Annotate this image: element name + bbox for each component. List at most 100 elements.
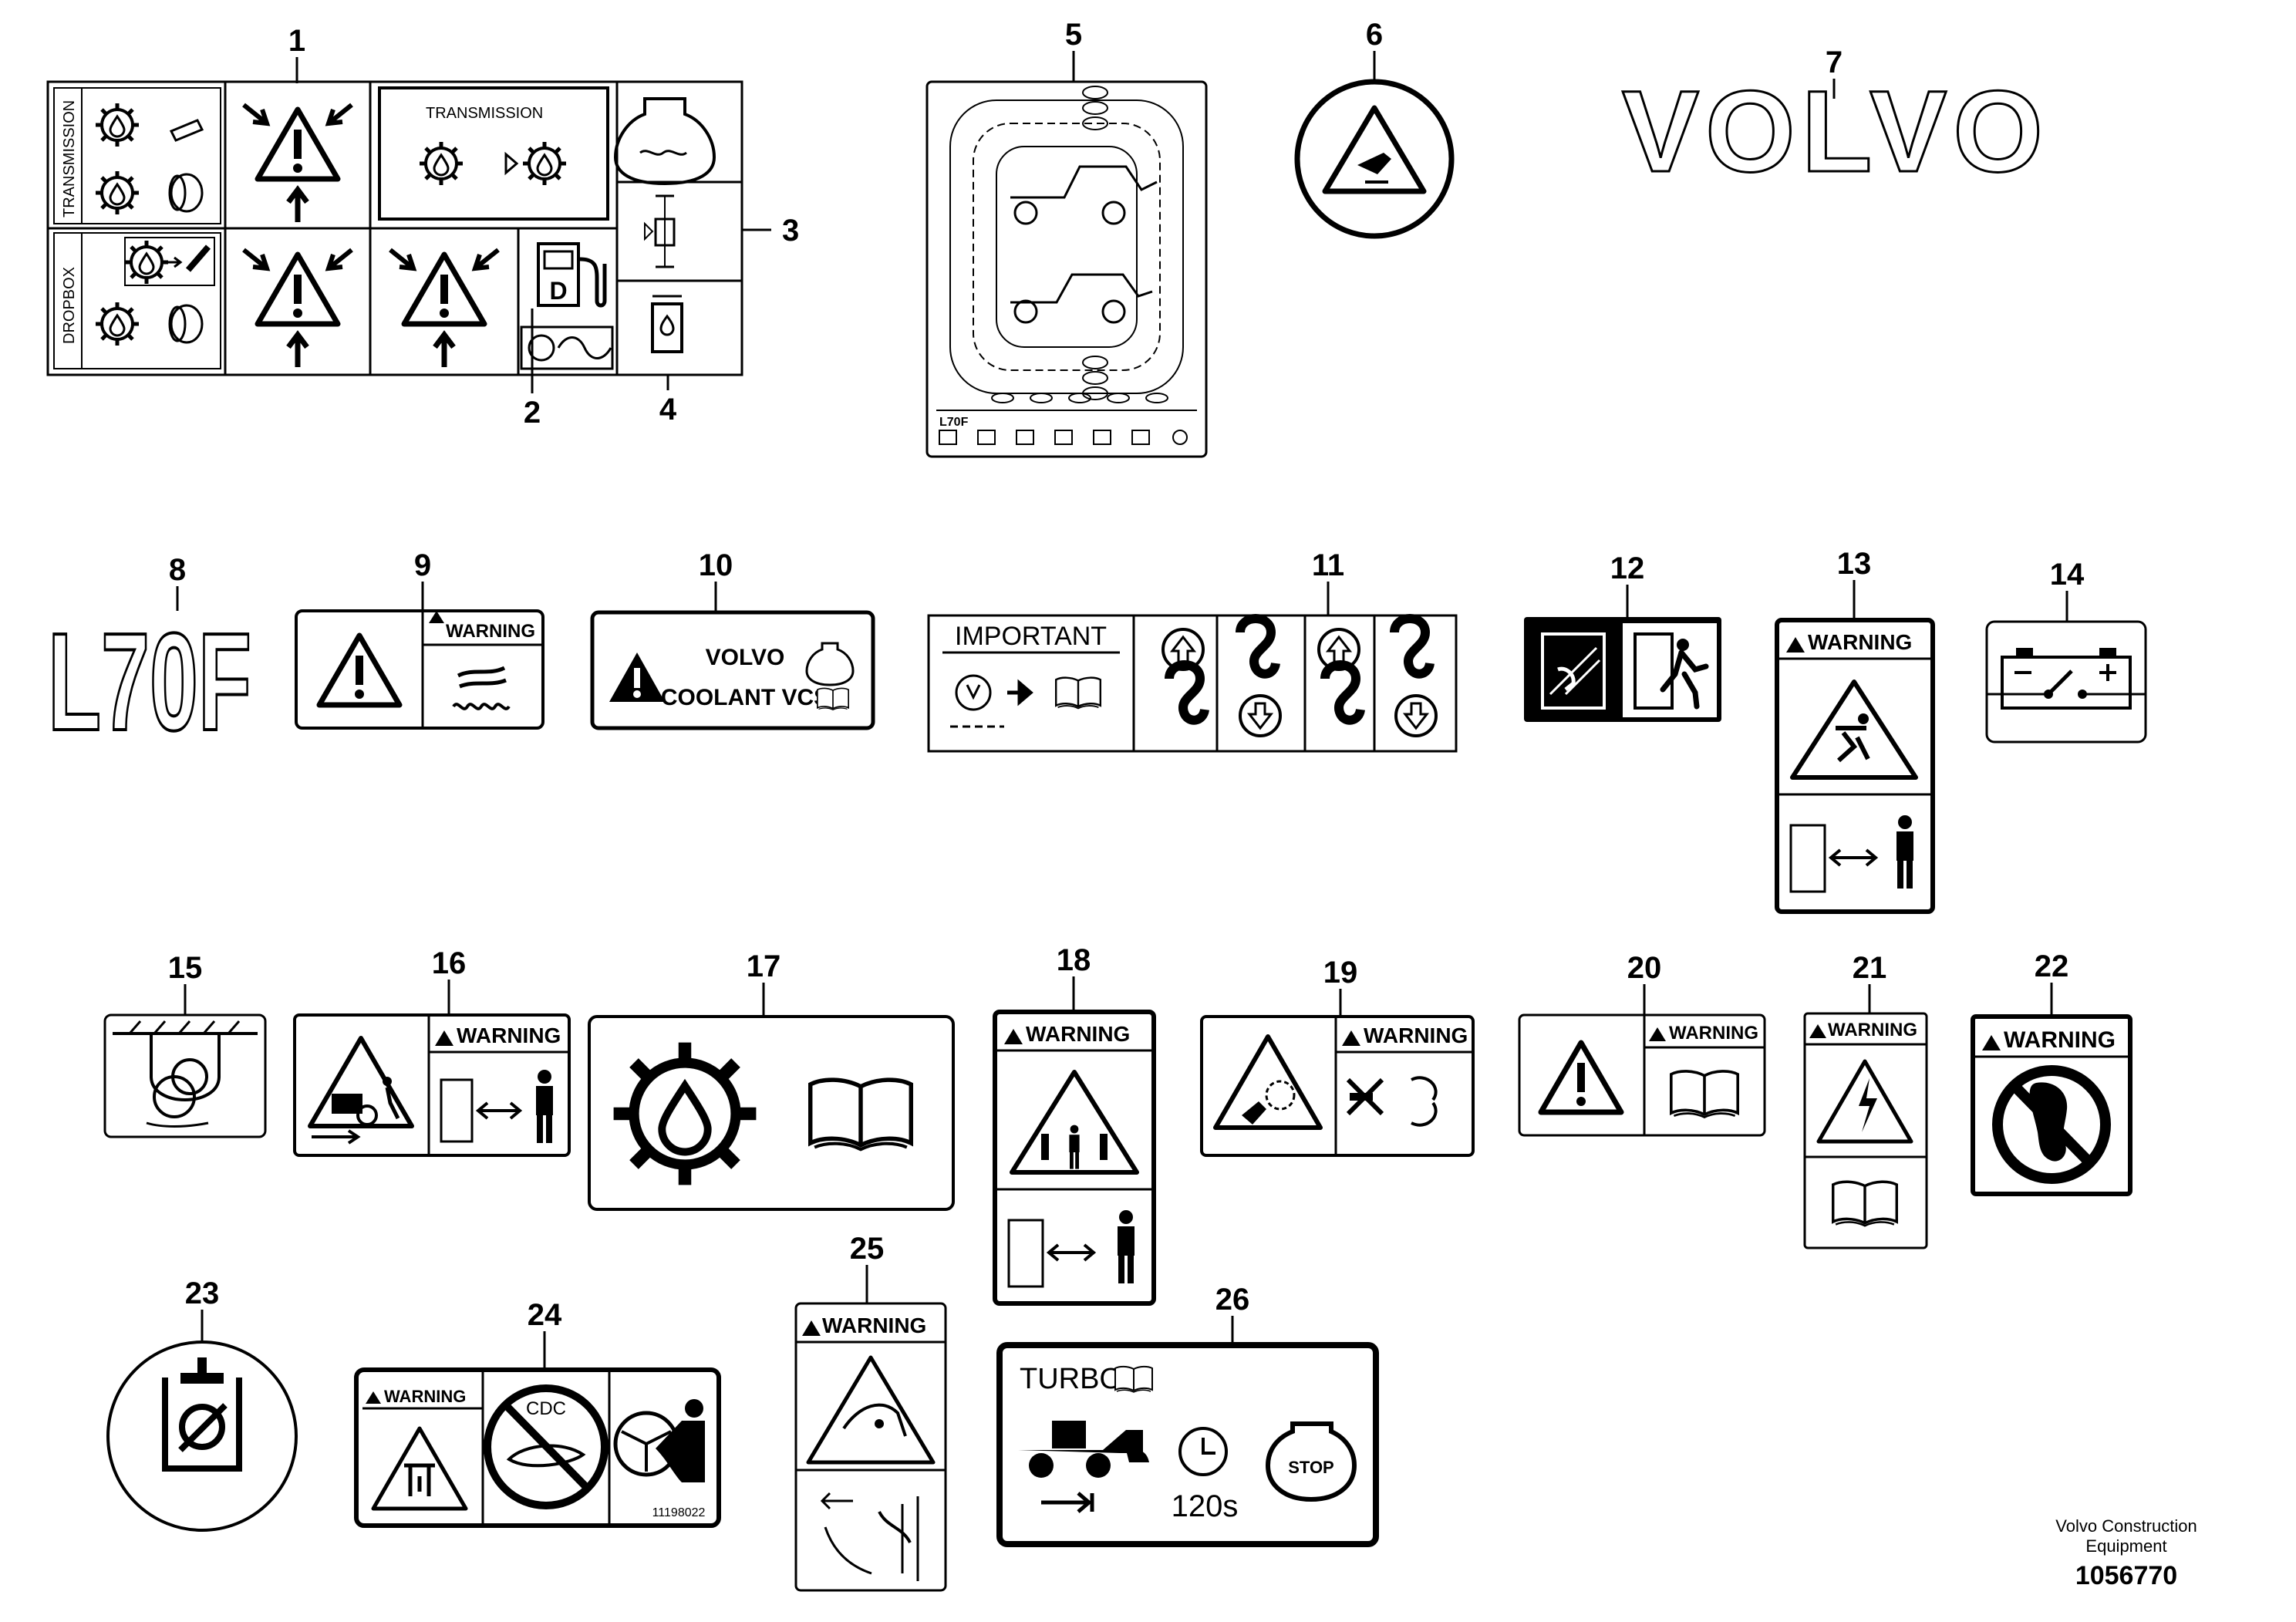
- person-icon: [1896, 815, 1913, 889]
- gear-oil-manual-decal: [588, 1015, 955, 1211]
- gear-oil-icon: [523, 142, 566, 185]
- warning-runover-decal: WARNING: [293, 1013, 571, 1157]
- hand-icon: [457, 666, 507, 689]
- warning-header: WARNING: [2004, 1027, 2116, 1053]
- callout-4: 4: [659, 393, 677, 427]
- gear-oil-icon: [96, 103, 139, 147]
- manual-book-icon: [1670, 1070, 1739, 1119]
- gear-oil-icon: [96, 302, 139, 346]
- gear-oil-icon: [420, 142, 463, 185]
- gear-oil-icon: [96, 171, 139, 214]
- important-label: IMPORTANT: [955, 622, 1107, 651]
- person-icon: [536, 1070, 553, 1143]
- model-designation: L70F: [48, 605, 251, 760]
- coolant-tank-icon: [805, 642, 855, 686]
- warning-read-manual-decal: WARNING: [1518, 1013, 1766, 1137]
- manual-book-icon: [816, 687, 850, 711]
- fuel-letter: D: [549, 277, 567, 305]
- cdc-label: CDC: [526, 1398, 566, 1419]
- warning-header: WARNING: [457, 1023, 561, 1047]
- coolant-label: COOLANT VCS: [661, 685, 829, 710]
- hammer-icon: [1557, 666, 1576, 691]
- coolant-tank-icon: [613, 97, 716, 186]
- warning-articulation-decal: WARNING: [993, 1010, 1156, 1306]
- warning-pictogram: [242, 248, 353, 367]
- part-number-24: 11198022: [652, 1506, 706, 1519]
- callout-21: 21: [1853, 951, 1887, 985]
- chart-model-label: L70F: [939, 416, 969, 429]
- exit-person-icon: [1677, 639, 1689, 651]
- crushed-person-icon: [1858, 713, 1869, 724]
- prohibition-icon: [1992, 1065, 2111, 1184]
- fan-icon: [1265, 1080, 1296, 1111]
- warning-header: WARNING: [1808, 630, 1912, 654]
- person-icon: [1118, 1210, 1135, 1283]
- gear-oil-icon: [614, 1043, 757, 1185]
- warning-pictogram: [242, 103, 353, 222]
- lock-icon: [179, 1404, 225, 1450]
- high-voltage-icon: [1859, 1078, 1877, 1132]
- caution-triangle-icon: [319, 636, 400, 705]
- level-sight-icon: [644, 194, 676, 268]
- callout-12: 12: [1610, 551, 1645, 585]
- callout-10: 10: [699, 548, 733, 582]
- callout-23: 23: [185, 1276, 220, 1310]
- armrest-icon: [506, 1444, 586, 1468]
- decal-group-transmission: TRANSMISSION DROPBOX: [46, 80, 743, 376]
- callout-13: 13: [1837, 547, 1872, 581]
- bucket-icon: [842, 1403, 907, 1437]
- person-icon: [1069, 1125, 1080, 1169]
- warning-header: WARNING: [1669, 1023, 1758, 1044]
- callout-6: 6: [1366, 18, 1383, 52]
- dropbox-label: DROPBOX: [61, 267, 78, 344]
- lifting-strap-decal: [103, 1013, 267, 1138]
- important-lifting-decal: IMPORTANT: [927, 614, 1458, 753]
- transmission-panel: TRANSMISSION: [378, 86, 609, 221]
- warning-rotating-fan-decal: WARNING: [1200, 1015, 1475, 1157]
- callout-9: 9: [414, 548, 431, 582]
- volvo-wordmark: VOLVO: [1622, 66, 2049, 196]
- drawing-reference: 1056770: [2075, 1561, 2178, 1590]
- callout-8: 8: [169, 553, 186, 587]
- transmission-panel-label: TRANSMISSION: [426, 105, 543, 122]
- callout-1: 1: [288, 24, 305, 58]
- callout-5: 5: [1065, 18, 1082, 52]
- warning-header: WARNING: [1026, 1022, 1130, 1046]
- warning-header: WARNING: [446, 621, 535, 642]
- warning-hot-surface-decal: WARNING: [295, 609, 544, 730]
- callout-15: 15: [168, 951, 203, 985]
- callout-24: 24: [528, 1298, 562, 1332]
- lift-hook-column: [1161, 614, 1438, 751]
- corrosive-hazard-decal: [1294, 79, 1455, 239]
- warning-crush-hazard-decal: WARNING: [1775, 618, 1935, 914]
- warning-electrical-decal: WARNING: [1803, 1012, 1928, 1249]
- callout-19: 19: [1323, 956, 1358, 990]
- callout-20: 20: [1627, 951, 1662, 985]
- emergency-exit-decal: [1524, 617, 1721, 722]
- warning-quick-coupler-decal: WARNING: [794, 1302, 947, 1592]
- warning-pictogram: [389, 248, 500, 367]
- dropbox-panel: DROPBOX: [53, 232, 221, 369]
- coolant-vcs-decal: VOLVO COOLANT VCS: [590, 610, 875, 730]
- stop-label: STOP: [1288, 1458, 1334, 1477]
- transmission-side-label: TRANSMISSION: [61, 100, 78, 218]
- manual-book-icon: [1054, 676, 1102, 710]
- callout-7: 7: [1826, 46, 1843, 79]
- lift-cylinder-lock-decal: [106, 1340, 298, 1532]
- prohibition-icon: [484, 1384, 609, 1509]
- callout-18: 18: [1057, 943, 1091, 977]
- transmission-side-panel: TRANSMISSION: [53, 87, 221, 224]
- callout-22: 22: [2035, 949, 2069, 983]
- callout-11: 11: [1312, 548, 1344, 582]
- callout-17: 17: [747, 949, 781, 983]
- caution-triangle-icon: [1541, 1043, 1621, 1112]
- clock-icon: [1178, 1427, 1228, 1476]
- cooldown-time: 120s: [1172, 1489, 1239, 1523]
- engine-stop-icon: [1265, 1421, 1357, 1502]
- fuel-diesel-decal: D: [520, 242, 614, 370]
- decal-location-chart: L70F: [925, 80, 1208, 458]
- callout-14: 14: [2050, 558, 2085, 592]
- battery-disconnect-decal: [1985, 620, 2147, 744]
- warning-header: WARNING: [384, 1387, 466, 1406]
